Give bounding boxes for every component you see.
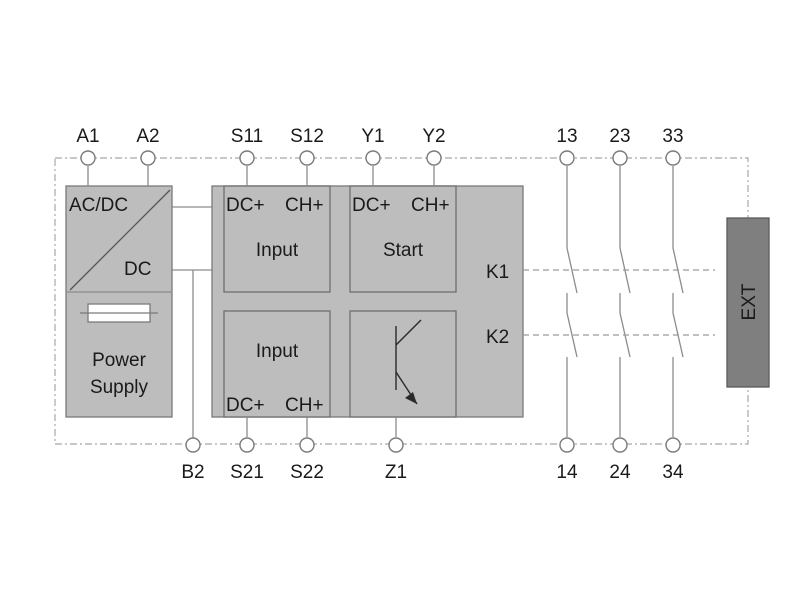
ext-block: EXT [726,217,770,388]
logic-block: DC+ CH+ Input DC+ CH+ Start Input DC+ CH… [211,185,524,418]
terminal-33 [665,150,681,166]
start-dc-plus: DC+ [352,195,391,216]
terminal-34 [665,437,681,453]
terminal-label-y1: Y1 [361,126,384,147]
terminal-y1 [365,150,381,166]
terminal-label-13: 13 [556,126,577,147]
terminal-13 [559,150,575,166]
k2-label: K2 [486,327,509,348]
input-top-title: Input [256,240,299,261]
input-top-ch-plus: CH+ [285,195,324,216]
terminal-label-14: 14 [556,462,578,483]
terminal-label-a2: A2 [136,126,159,147]
terminal-a2 [140,150,156,166]
terminal-label-y2: Y2 [422,126,445,147]
power-supply-block: AC/DC DC Power Supply [65,185,173,418]
start-title: Start [383,240,424,261]
transistor-box [349,310,457,418]
terminal-s11 [239,150,255,166]
terminal-s12 [299,150,315,166]
start-box [349,185,457,293]
power-supply-title-2: Supply [90,377,149,398]
input-top-box [223,185,331,293]
terminal-y2 [426,150,442,166]
terminal-b2 [185,437,201,453]
input-bottom-ch-plus: CH+ [285,395,324,416]
terminal-label-b2: B2 [181,462,204,483]
terminal-24 [612,437,628,453]
power-supply-title-1: Power [92,350,147,371]
k1-label: K1 [486,262,509,283]
terminal-label-z1: Z1 [385,462,407,483]
input-bottom-title: Input [256,341,299,362]
terminal-a1 [80,150,96,166]
input-bottom-box [223,310,331,418]
terminal-label-34: 34 [662,462,684,483]
terminal-label-s12: S12 [290,126,324,147]
input-bottom-dc-plus: DC+ [226,395,265,416]
terminal-label-s22: S22 [290,462,324,483]
transistor-icon [395,319,422,405]
terminal-z1 [388,437,404,453]
acdc-label: AC/DC [69,195,128,216]
terminal-s21 [239,437,255,453]
acdc-diagonal [69,189,171,291]
terminal-label-24: 24 [609,462,631,483]
terminal-s22 [299,437,315,453]
terminal-23 [612,150,628,166]
terminal-label-33: 33 [662,126,683,147]
input-top-dc-plus: DC+ [226,195,265,216]
terminal-label-s11: S11 [231,126,263,147]
ext-label: EXT [739,283,760,320]
start-ch-plus: CH+ [411,195,450,216]
terminal-14 [559,437,575,453]
terminal-label-a1: A1 [76,126,99,147]
relay-contacts [566,166,684,437]
dc-label: DC [124,259,151,280]
terminal-label-s21: S21 [230,462,264,483]
bottom-terminals: B2 S21 S22 Z1 14 24 34 [181,437,684,483]
terminal-label-23: 23 [609,126,630,147]
top-terminals: A1 A2 S11 S12 Y1 Y2 13 23 33 [76,126,684,166]
